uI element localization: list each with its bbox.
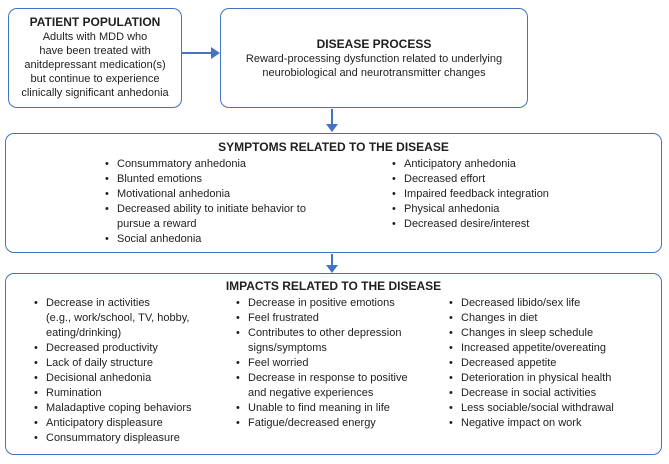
bullet-item: Social anhedonia <box>104 232 391 247</box>
patient-population-box: PATIENT POPULATION Adults with MDD who h… <box>8 8 182 108</box>
impacts-columns: Decrease in activities (e.g., work/schoo… <box>14 296 653 446</box>
arrow-shaft <box>181 52 212 54</box>
bullet-item: Consummatory displeasure <box>33 431 235 446</box>
bullet-item: Changes in sleep schedule <box>448 326 653 341</box>
bullet-item: Anticipatory displeasure <box>33 416 235 431</box>
arrow-head <box>211 47 220 59</box>
bullet-item: Deterioration in physical health <box>448 371 653 386</box>
patient-population-body: Adults with MDD who have been treated wi… <box>21 31 169 99</box>
bullet-item: Contributes to other depression signs/sy… <box>235 326 448 356</box>
impacts-title: IMPACTS RELATED TO THE DISEASE <box>225 279 442 293</box>
symptoms-left-column: Consummatory anhedoniaBlunted emotionsMo… <box>104 157 391 247</box>
disease-process-title: DISEASE PROCESS <box>316 36 432 51</box>
disease-process-body: Reward-processing dysfunction related to… <box>245 52 503 79</box>
bullet-item: Decrease in positive emotions <box>235 296 448 311</box>
bullet-item: Increased appetite/overeating <box>448 341 653 356</box>
arrow-shaft <box>331 254 333 265</box>
bullet-item: Fatigue/decreased energy <box>235 416 448 431</box>
bullet-item: Decreased productivity <box>33 341 235 356</box>
arrow-shaft <box>331 109 333 124</box>
arrow-down-icon <box>326 109 338 132</box>
bullet-item: Decreased libido/sex life <box>448 296 653 311</box>
bullet-item: Less sociable/social withdrawal <box>448 401 653 416</box>
bullet-item: Decreased desire/interest <box>391 217 651 232</box>
bullet-item: Maladaptive coping behaviors <box>33 401 235 416</box>
bullet-item: Decrease in social activities <box>448 386 653 401</box>
impacts-column-2: Decrease in positive emotionsFeel frustr… <box>235 296 448 431</box>
bullet-item: Negative impact on work <box>448 416 653 431</box>
bullet-item: Decreased appetite <box>448 356 653 371</box>
bullet-item: Impaired feedback integration <box>391 187 651 202</box>
bullet-item: Motivational anhedonia <box>104 187 391 202</box>
bullet-item: Decrease in response to positive and neg… <box>235 371 448 401</box>
bullet-item: Rumination <box>33 386 235 401</box>
symptoms-right-column: Anticipatory anhedoniaDecreased effortIm… <box>391 157 651 232</box>
arrow-down-icon <box>326 254 338 273</box>
arrow-head <box>326 124 338 132</box>
symptoms-columns: Consummatory anhedoniaBlunted emotionsMo… <box>16 157 651 247</box>
bullet-item: Physical anhedonia <box>391 202 651 217</box>
bullet-item: Feel worried <box>235 356 448 371</box>
bullet-item: Feel frustrated <box>235 311 448 326</box>
impacts-column-3: Decreased libido/sex lifeChanges in diet… <box>448 296 653 431</box>
disease-process-box: DISEASE PROCESS Reward-processing dysfun… <box>220 8 528 108</box>
bullet-item: Consummatory anhedonia <box>104 157 391 172</box>
bullet-item: Lack of daily structure <box>33 356 235 371</box>
arrow-head <box>326 265 338 273</box>
patient-population-title: PATIENT POPULATION <box>29 15 161 29</box>
impacts-box: IMPACTS RELATED TO THE DISEASE Decrease … <box>5 273 662 455</box>
bullet-item: Decrease in activities (e.g., work/schoo… <box>33 296 235 341</box>
symptoms-box: SYMPTOMS RELATED TO THE DISEASE Consumma… <box>5 133 662 253</box>
bullet-item: Decreased effort <box>391 172 651 187</box>
bullet-item: Decreased ability to initiate behavior t… <box>104 202 391 232</box>
symptoms-title: SYMPTOMS RELATED TO THE DISEASE <box>218 140 449 154</box>
bullet-item: Anticipatory anhedonia <box>391 157 651 172</box>
arrow-right-icon <box>181 47 220 59</box>
bullet-item: Decisional anhedonia <box>33 371 235 386</box>
bullet-item: Unable to find meaning in life <box>235 401 448 416</box>
impacts-column-1: Decrease in activities (e.g., work/schoo… <box>33 296 235 446</box>
bullet-item: Blunted emotions <box>104 172 391 187</box>
bullet-item: Changes in diet <box>448 311 653 326</box>
